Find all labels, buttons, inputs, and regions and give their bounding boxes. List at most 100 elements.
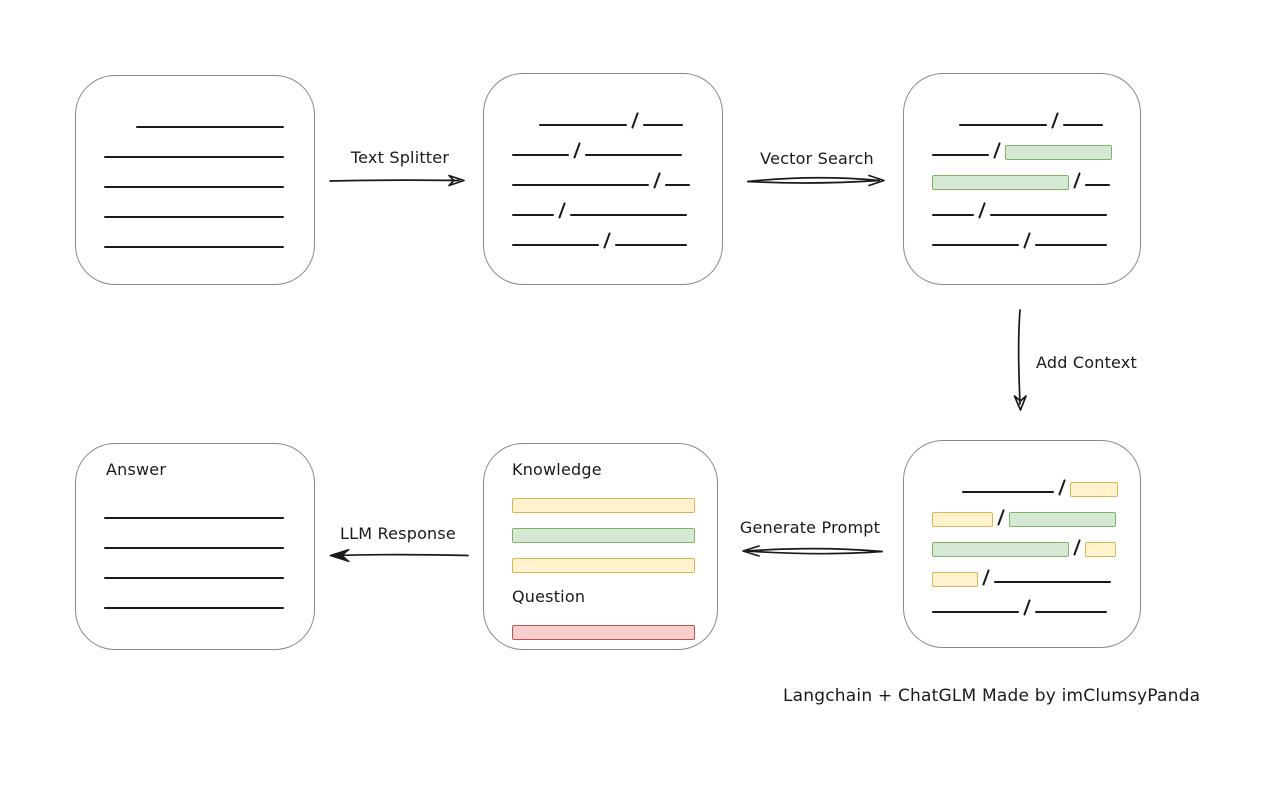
yellow-highlight-segment — [932, 572, 978, 587]
text-row — [932, 160, 1120, 190]
llm-response-arrow — [329, 548, 469, 563]
text-row — [512, 130, 702, 160]
text-line-segment — [1035, 611, 1108, 613]
text-line-segment — [994, 581, 1112, 583]
yellow-highlight-segment — [1070, 482, 1119, 497]
answer-box: Answer — [75, 443, 315, 650]
text-line-segment — [104, 156, 284, 158]
text-line-segment — [585, 154, 683, 156]
answer-label: Answer — [106, 460, 167, 479]
text-line-segment — [1035, 244, 1108, 246]
text-row — [932, 100, 1120, 130]
arrow-head — [448, 174, 465, 187]
source-document-box — [75, 75, 315, 285]
slash-separator — [1073, 172, 1082, 189]
text-row — [104, 132, 294, 162]
diagram-caption: Langchain + ChatGLM Made by imClumsyPand… — [783, 686, 1201, 706]
text-line-segment — [1085, 184, 1111, 186]
arrow-line — [1017, 309, 1021, 405]
green-highlight-segment — [512, 528, 695, 543]
text-line-segment — [512, 214, 554, 216]
text-line-segment — [932, 244, 1019, 246]
slash-separator — [558, 202, 567, 219]
text-line-segment — [1063, 124, 1104, 126]
source-document-lines — [76, 76, 314, 252]
arrow-head — [742, 545, 760, 557]
vector-search-result-box — [903, 73, 1141, 285]
yellow-highlight-segment — [1085, 542, 1117, 557]
arrow-line — [335, 553, 469, 557]
text-row — [104, 553, 294, 583]
arrow-head — [868, 174, 885, 187]
arrow-line — [747, 179, 880, 184]
text-line-segment — [104, 547, 284, 549]
slash-separator — [631, 112, 640, 129]
slash-separator — [1058, 479, 1067, 496]
indent-gap — [932, 129, 959, 130]
text-row — [512, 220, 702, 250]
arrow-head — [329, 548, 350, 563]
text-line-segment — [539, 124, 627, 126]
text-row — [512, 610, 717, 640]
text-row — [104, 162, 294, 192]
split-chunks-lines — [484, 74, 722, 250]
green-highlight-segment — [1005, 145, 1113, 160]
text-line-segment — [962, 491, 1054, 493]
text-row — [512, 513, 717, 543]
text-splitter-label: Text Splitter — [350, 148, 450, 167]
green-highlight-segment — [1009, 512, 1117, 527]
arrow-line — [747, 176, 880, 183]
text-row — [932, 587, 1120, 617]
slash-separator — [1023, 599, 1032, 616]
slash-separator — [1051, 112, 1060, 129]
llm-response-label: LLM Response — [340, 524, 456, 543]
text-row — [932, 557, 1120, 587]
add-context-arrow — [1013, 309, 1027, 411]
vector-search-result-lines — [904, 74, 1140, 250]
slash-separator — [603, 232, 612, 249]
text-line-segment — [136, 126, 284, 128]
arrow-head — [1013, 395, 1027, 411]
text-row — [104, 102, 294, 132]
green-highlight-segment — [932, 542, 1069, 557]
answer-lines — [76, 493, 314, 613]
text-row — [932, 497, 1120, 527]
context-merged-lines — [904, 441, 1140, 617]
arrow-line — [746, 550, 883, 555]
yellow-highlight-segment — [512, 558, 695, 573]
indent-gap — [932, 496, 962, 497]
slash-separator — [1023, 232, 1032, 249]
arrow-line — [329, 179, 460, 182]
text-row — [512, 543, 717, 573]
text-row — [932, 467, 1120, 497]
vector-search-label: Vector Search — [760, 149, 874, 168]
generate-prompt-arrow — [742, 545, 883, 557]
text-row — [512, 160, 702, 190]
yellow-highlight-segment — [512, 498, 695, 513]
text-row — [512, 100, 702, 130]
slash-separator — [1073, 539, 1082, 556]
text-line-segment — [512, 154, 569, 156]
text-line-segment — [512, 244, 599, 246]
generate-prompt-label: Generate Prompt — [739, 518, 881, 537]
text-line-segment — [932, 154, 989, 156]
text-row — [932, 220, 1120, 250]
green-highlight-segment — [932, 175, 1069, 190]
text-row — [512, 483, 717, 513]
text-row — [932, 130, 1120, 160]
text-line-segment — [959, 124, 1047, 126]
text-line-segment — [104, 577, 284, 579]
slash-separator — [653, 172, 662, 189]
indent-gap — [512, 129, 539, 130]
prompt-box: Knowledge Question — [483, 443, 718, 650]
arrow-line — [746, 547, 883, 553]
text-row — [104, 493, 294, 523]
text-row — [104, 222, 294, 252]
question-label: Question — [512, 587, 586, 606]
text-row — [104, 192, 294, 222]
vector-search-arrow — [747, 174, 885, 187]
text-line-segment — [104, 607, 284, 609]
text-line-segment — [932, 214, 974, 216]
text-line-segment — [932, 611, 1019, 613]
